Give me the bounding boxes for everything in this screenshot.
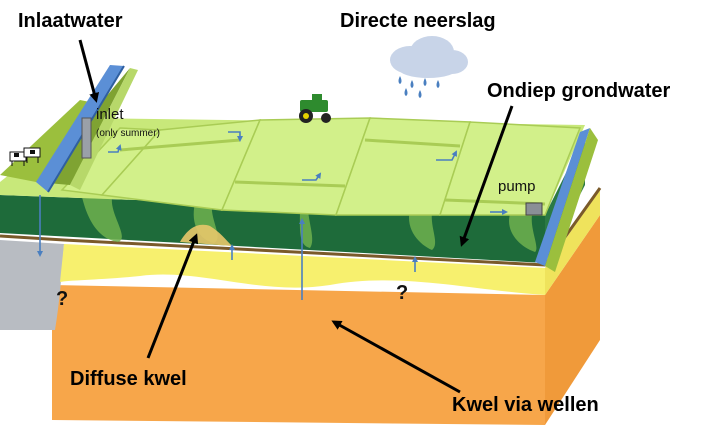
label-ondiep-grondwater: Ondiep grondwater: [487, 80, 671, 102]
groundwater-lens-3: [299, 206, 313, 248]
pump-icon: [525, 202, 543, 216]
dike-inner: [70, 68, 138, 190]
deep-aquifer-side: [545, 215, 600, 425]
inlet-channel: [36, 65, 124, 192]
ditch-3: [364, 138, 461, 148]
inlet-structure-icon: [81, 117, 92, 159]
parcel-5: [438, 121, 582, 216]
drain-embankment: [545, 128, 598, 272]
arrow-inlaatwater: [78, 39, 100, 103]
surface-flow-arrows: [37, 131, 508, 300]
groundwater-lens-5: [509, 214, 537, 252]
ditch-1: [119, 138, 241, 152]
label-kwel-via-wellen: Kwel via wellen: [452, 394, 599, 416]
annotation-inlet-note: (only summer): [96, 128, 160, 139]
grey-cutout: [0, 240, 64, 330]
label-diffuse-kwel: Diffuse kwel: [70, 368, 187, 390]
rain-drops: [398, 76, 440, 98]
clay-layer: [0, 187, 602, 267]
arrow-kwel-via-wellen: [331, 320, 461, 394]
arrow-ondiep-grondwater: [459, 105, 514, 247]
drain-channel: [535, 128, 590, 266]
label-inlaatwater: Inlaatwater: [18, 10, 123, 32]
arrow-diffuse-kwel: [146, 233, 199, 359]
unknown-left-mark: ?: [56, 288, 69, 310]
annotation-pump: pump: [498, 178, 536, 195]
rain-cloud-icon: [390, 36, 468, 78]
tractor-icon: [299, 94, 331, 123]
unknown-right-mark: ?: [396, 282, 409, 304]
sand-layer-side: [545, 190, 600, 295]
cows-icon: [9, 147, 41, 166]
groundwater-lens-4: [409, 210, 436, 250]
label-directe-neerslag: Directe neerslag: [340, 10, 496, 32]
deep-aquifer-front: [52, 285, 545, 425]
groundwater-lens-1: [82, 197, 122, 242]
annotation-inlet: inlet: [96, 106, 124, 123]
ditch-2: [234, 180, 346, 188]
